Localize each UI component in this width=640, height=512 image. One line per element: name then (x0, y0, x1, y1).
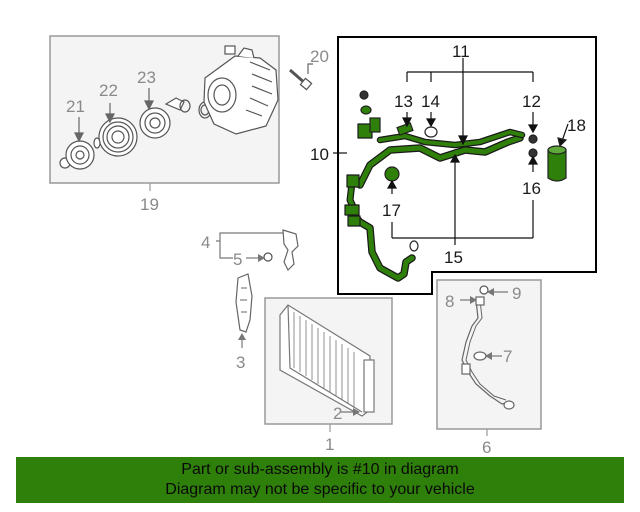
part-8-o-ring[interactable] (460, 296, 477, 304)
compressor-body[interactable] (203, 45, 279, 135)
parts-diagram: 21 22 23 19 20 10 (49, 35, 597, 456)
part-5-clip[interactable] (246, 252, 273, 262)
callout-12: 12 (522, 92, 541, 111)
callout-14: 14 (421, 92, 440, 111)
callout-7: 7 (503, 347, 512, 366)
callout-15: 15 (444, 248, 463, 267)
part-3-bracket[interactable]: 3 (235, 273, 253, 372)
callout-13: 13 (394, 92, 413, 111)
condenser-group-1[interactable]: 2 (264, 297, 393, 425)
callout-22: 22 (99, 81, 118, 100)
hose-group-frame (337, 36, 597, 295)
notice-line-part-number: Part or sub-assembly is #10 in diagram (181, 461, 459, 478)
hose-assembly-group-10[interactable]: 10 (310, 36, 597, 295)
part-4-bracket-group[interactable]: 4 5 (201, 229, 299, 272)
part-22-pulley[interactable] (93, 117, 138, 157)
callout-8: 8 (445, 292, 454, 311)
callout-19: 19 (140, 195, 159, 214)
pressure-line-group-6[interactable]: 9 8 7 (436, 279, 542, 430)
part-1-condenser-core[interactable] (279, 304, 375, 417)
compressor-assembly-group[interactable]: 21 22 23 (49, 35, 280, 184)
callout-2: 2 (333, 404, 342, 423)
diagram-notice-banner: Part or sub-assembly is #10 in diagram D… (16, 457, 624, 503)
notice-line-disclaimer: Diagram may not be specific to your vehi… (165, 481, 475, 498)
callout-21: 21 (66, 97, 85, 116)
callout-23: 23 (137, 68, 156, 87)
part-21-clutch-plate[interactable] (65, 140, 95, 170)
part-2-pipe (340, 408, 360, 416)
hose-fittings (359, 90, 538, 252)
part-6-pressure-hose[interactable] (461, 296, 515, 410)
callout-18: 18 (567, 116, 586, 135)
callout-5: 5 (233, 250, 242, 269)
callout-16: 16 (522, 179, 541, 198)
callout-1: 1 (325, 435, 334, 454)
callout-20: 20 (310, 47, 329, 66)
part-10-suction-discharge-hose[interactable] (344, 123, 526, 282)
callout-6: 6 (482, 438, 491, 456)
callout-17: 17 (382, 201, 401, 220)
part-9-valve-cap[interactable] (479, 285, 508, 296)
callout-bracket-bottom (386, 153, 539, 245)
part-18-receiver-drier[interactable]: 18 (547, 116, 586, 182)
part-23-field-coil[interactable] (139, 97, 185, 139)
compressor-leader-lines (74, 88, 154, 143)
callout-bracket-top (402, 58, 539, 146)
part-20-bolt[interactable]: 20 (289, 47, 329, 91)
part-7-o-ring[interactable] (485, 352, 502, 360)
callout-10: 10 (310, 145, 329, 164)
callout-3: 3 (236, 353, 245, 372)
callout-4: 4 (201, 233, 210, 252)
callout-9: 9 (512, 284, 521, 303)
callout-11: 11 (452, 42, 470, 61)
